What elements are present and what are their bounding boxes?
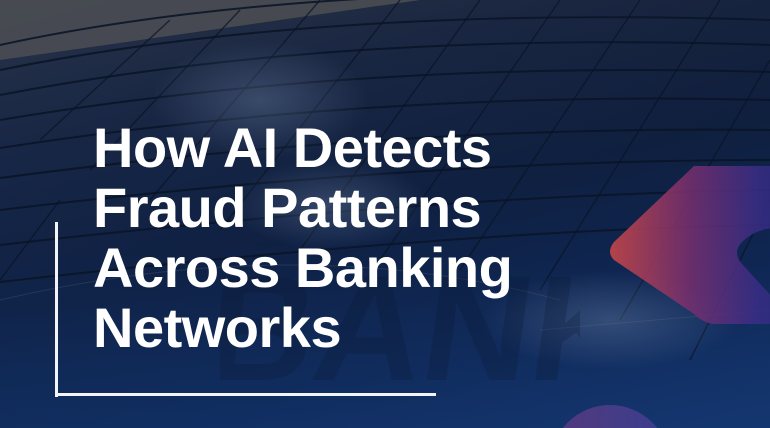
title-line-2: Fraud Patterns <box>93 176 482 239</box>
title-line-3: Across Banking <box>93 236 513 299</box>
svg-text:BANK: BANK <box>220 245 580 400</box>
title-line-1: How AI Detects <box>93 116 492 179</box>
frame-line-horizontal <box>55 393 436 396</box>
title-line-4: Networks <box>93 296 342 359</box>
page-title: How AI Detects Fraud Patterns Across Ban… <box>93 116 513 359</box>
cloud-reflection <box>230 160 430 250</box>
chevron-left-icon <box>610 166 770 324</box>
cloud-reflection <box>150 40 370 160</box>
frame-line-vertical <box>55 222 58 397</box>
bank-sign-letters: BANK <box>220 245 580 400</box>
